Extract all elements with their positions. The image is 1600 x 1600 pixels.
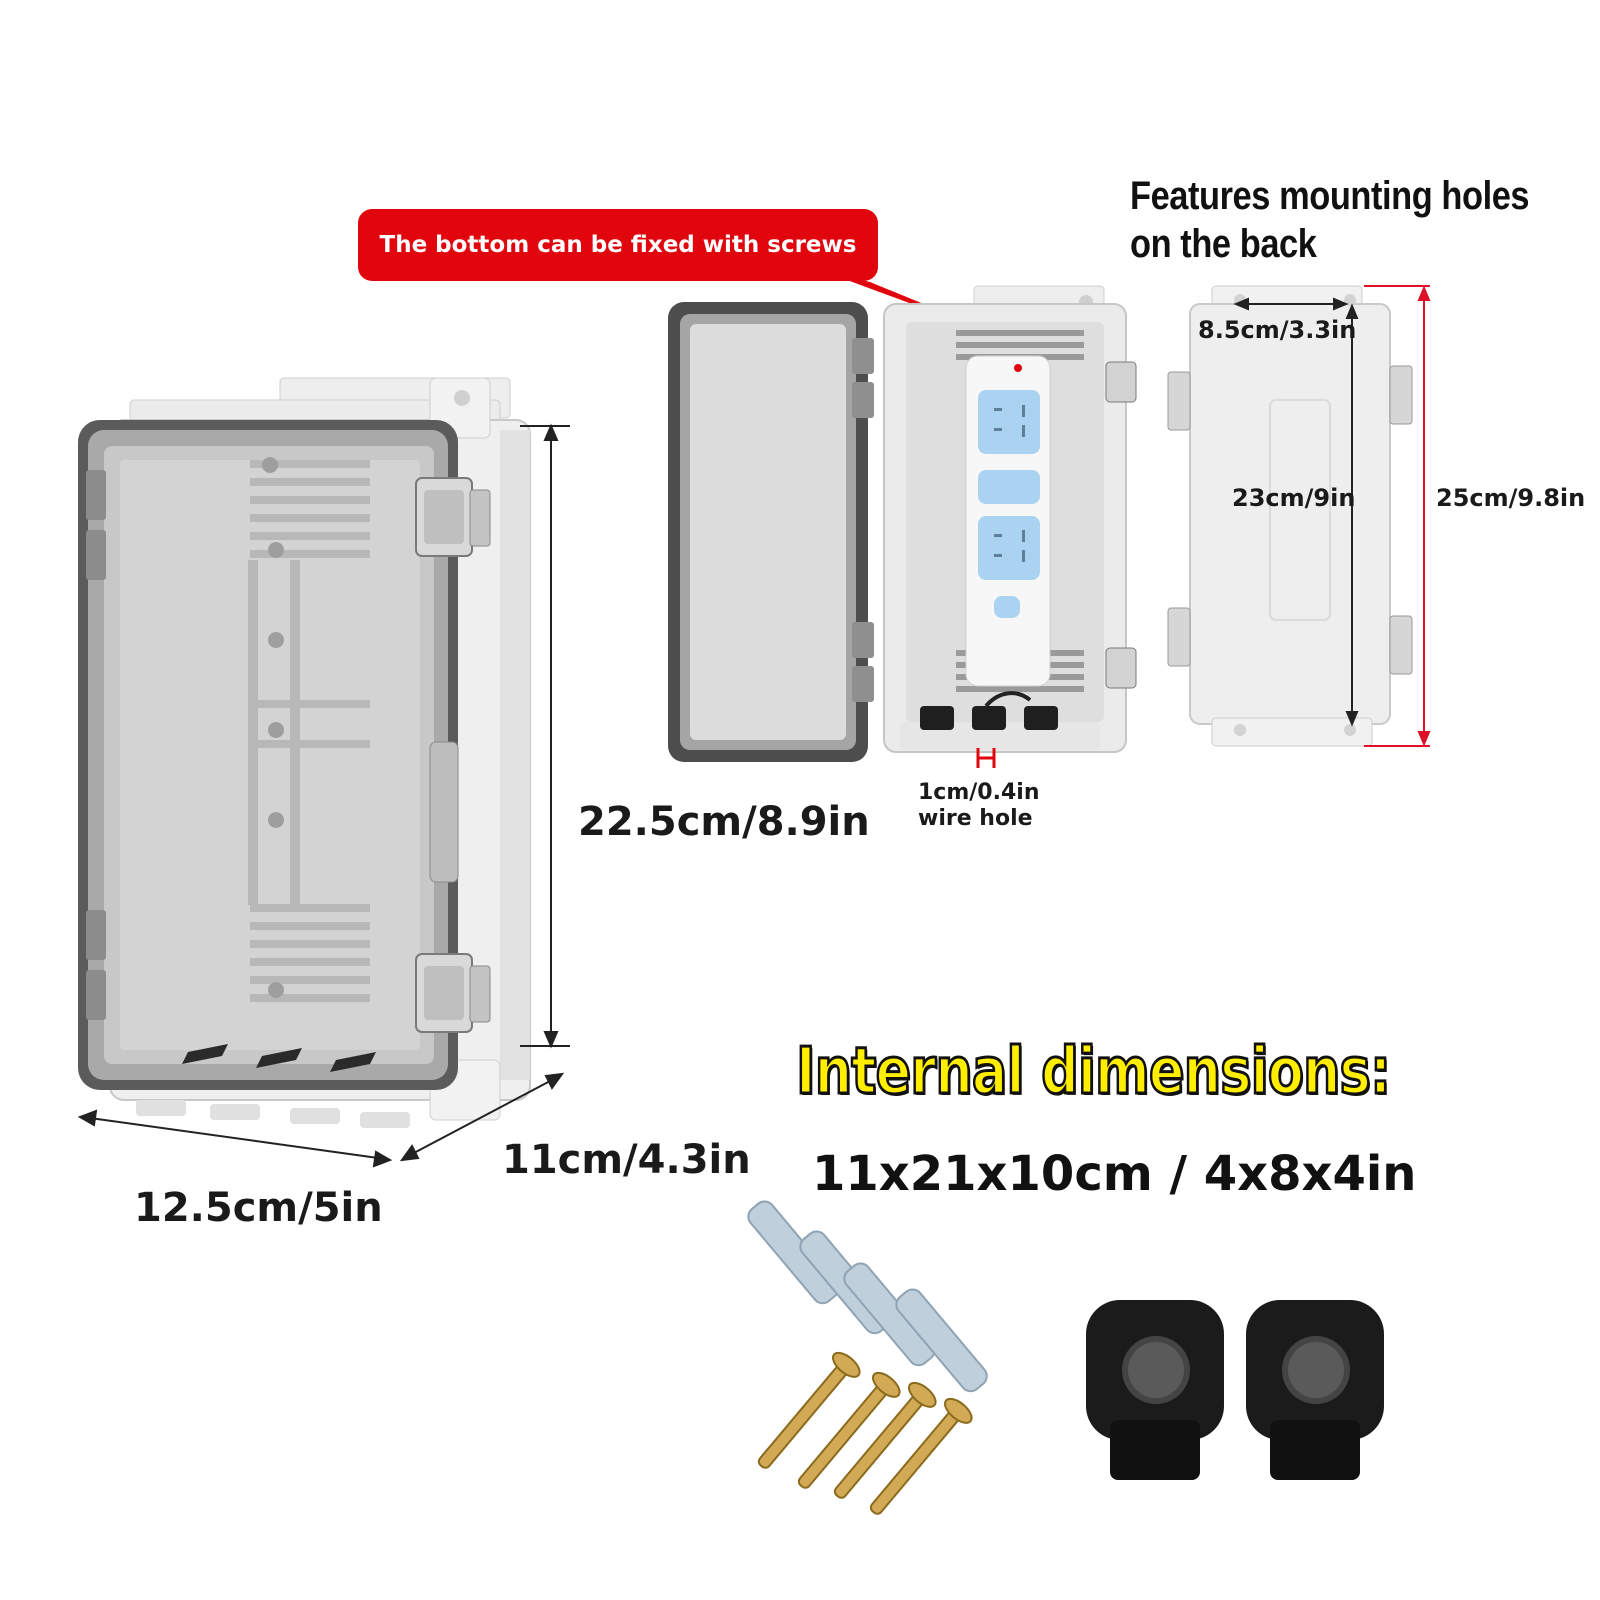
mounting-bracket-right — [1246, 1300, 1384, 1480]
transparent-lid — [78, 420, 459, 1090]
back-features-heading: Features mounting holes on the back — [1130, 172, 1530, 268]
screw-fixing-callout: The bottom can be fixed with screws — [358, 209, 878, 281]
height-dimension-label: 22.5cm/8.9in — [578, 799, 870, 845]
wall-anchors — [747, 1200, 988, 1393]
screws — [757, 1351, 973, 1515]
depth-dimension-label: 11cm/4.3in — [502, 1137, 751, 1183]
steel-latch-bottom — [415, 953, 491, 1033]
mounting-bracket-left — [1086, 1300, 1224, 1480]
open-body — [883, 285, 1137, 768]
hole-distance-label: 23cm/9in — [1232, 484, 1356, 512]
hole-spacing-label: 8.5cm/3.3in — [1198, 316, 1357, 344]
back-features-heading-line1: Features mounting holes — [1130, 174, 1530, 218]
wire-hole-size: 1cm/0.4in — [918, 780, 1040, 805]
power-strip — [965, 355, 1051, 687]
internal-dimensions-title: Internal dimensions: — [795, 1035, 1392, 1109]
wire-hole-text: wire hole — [918, 806, 1033, 832]
internal-dimensions-value: 11x21x10cm / 4x8x4in — [812, 1146, 1417, 1202]
open-lid — [668, 302, 874, 762]
steel-latch-top — [415, 477, 491, 557]
back-features-heading-line2: on the back — [1130, 222, 1317, 266]
back-height-label: 25cm/9.8in — [1436, 484, 1586, 512]
wire-hole-dimension-label: 1cm/0.4in wire hole — [918, 780, 1040, 833]
width-dimension-label: 12.5cm/5in — [134, 1185, 383, 1231]
